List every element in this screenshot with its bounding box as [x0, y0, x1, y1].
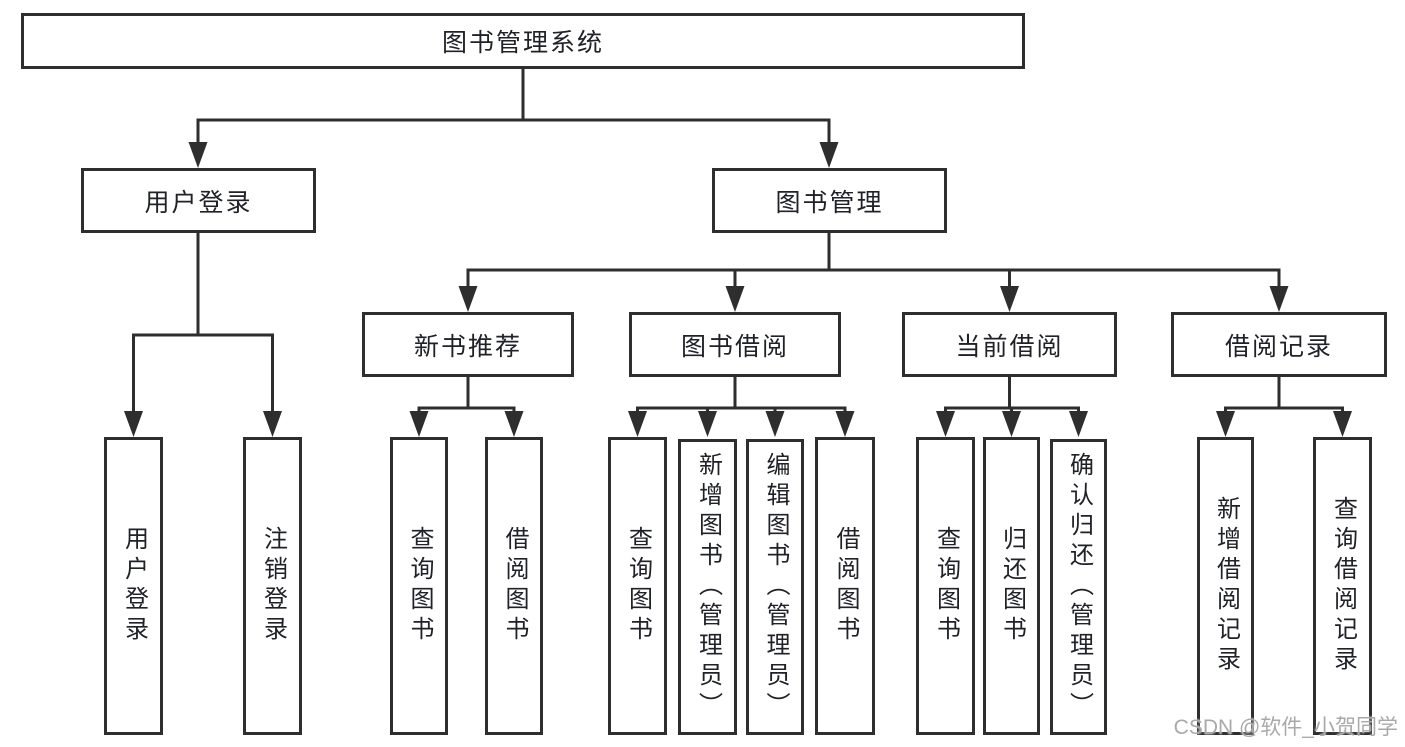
node-label: 借阅记录 [1224, 332, 1333, 361]
node-current-borrow: 当前借阅 [902, 312, 1117, 377]
node-label: 查询图书 [406, 526, 433, 646]
leaf-return-book: 归还图书 [983, 437, 1040, 735]
node-label: 确认归还（管理员） [1065, 452, 1093, 722]
leaf-confirm-return-admin: 确认归还（管理员） [1050, 439, 1107, 735]
node-label: 借阅图书 [832, 526, 859, 646]
leaf-query-borrow-record: 查询借阅记录 [1313, 437, 1372, 735]
leaf-borrow-books-recommend: 借阅图书 [485, 437, 543, 735]
node-library-system: 图书管理系统 [21, 13, 1025, 69]
node-label: 查询借阅记录 [1329, 496, 1357, 676]
node-label: 归还图书 [998, 526, 1026, 646]
node-label: 查询图书 [932, 526, 960, 646]
node-label: 编辑图书（管理员） [762, 452, 789, 722]
node-label: 新增图书（管理员） [694, 452, 722, 722]
node-label: 注销登录 [259, 526, 287, 646]
leaf-logout: 注销登录 [243, 437, 302, 735]
node-label: 借阅图书 [501, 526, 528, 646]
leaf-edit-book-admin: 编辑图书（管理员） [746, 439, 804, 735]
node-label: 图书管理系统 [441, 29, 604, 57]
node-label: 图书管理 [775, 188, 884, 217]
node-label: 当前借阅 [955, 332, 1064, 361]
node-label: 新书推荐 [413, 332, 522, 361]
csdn-watermark: CSDN @软件_小贺同学 [1173, 716, 1398, 739]
leaf-borrow-books: 借阅图书 [815, 437, 875, 735]
node-book-management: 图书管理 [712, 168, 947, 233]
node-borrow-records: 借阅记录 [1171, 312, 1387, 377]
leaf-query-books-recommend: 查询图书 [390, 437, 448, 735]
leaf-add-book-admin: 新增图书（管理员） [678, 439, 737, 735]
node-book-borrow: 图书借阅 [629, 312, 841, 377]
node-new-book-recommend: 新书推荐 [362, 312, 574, 377]
node-user-login-group: 用户登录 [81, 168, 316, 233]
node-label: 用户登录 [120, 526, 148, 646]
node-label: 查询图书 [624, 526, 652, 646]
leaf-user-login: 用户登录 [104, 437, 163, 735]
leaf-query-books-current: 查询图书 [916, 437, 975, 735]
node-label: 新增借阅记录 [1212, 496, 1240, 676]
node-label: 用户登录 [144, 188, 253, 217]
leaf-add-borrow-record: 新增借阅记录 [1197, 437, 1254, 735]
leaf-query-books-borrow: 查询图书 [608, 437, 667, 735]
node-label: 图书借阅 [680, 332, 789, 361]
